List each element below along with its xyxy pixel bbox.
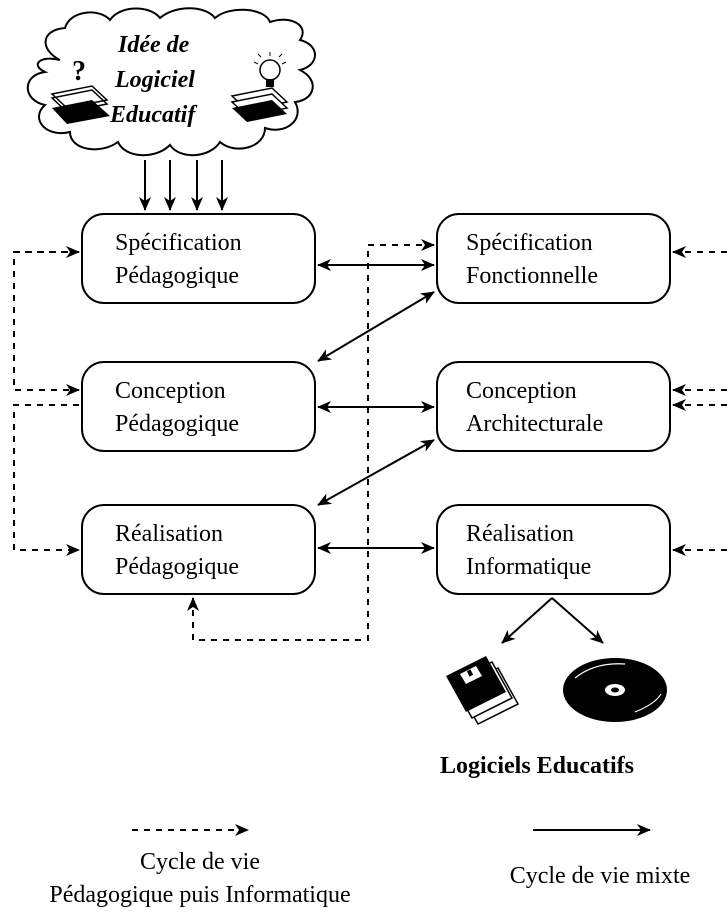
- box-conc-ped-line1: Conception: [115, 378, 226, 404]
- box-conc-arch-line2: Architecturale: [466, 411, 603, 437]
- cloud-arrows: [139, 160, 228, 211]
- box-conc-ped-line2: Pédagogique: [115, 411, 239, 437]
- box-specification-fonctionnelle: Spécification Fonctionnelle: [436, 213, 671, 304]
- box-conception-pedagogique: Conception Pédagogique: [81, 361, 316, 452]
- box-spec-ped-line1: Spécification: [115, 230, 242, 256]
- output-label: Logiciels Educatifs: [440, 753, 634, 779]
- cloud-line-2: Logiciel: [114, 67, 195, 93]
- box-real-ped-line2: Pédagogique: [115, 554, 239, 580]
- box-specification-pedagogique: Spécification Pédagogique: [81, 213, 316, 304]
- cd-rom-icon: [563, 658, 667, 722]
- cloud-line-3: Educatif: [109, 102, 197, 128]
- question-document-icon: ?: [50, 56, 110, 124]
- legend-solid: Cycle de vie mixte: [510, 824, 691, 889]
- box-spec-fonc-line1: Spécification: [466, 230, 593, 256]
- legend-dashed-line2: Pédagogique puis Informatique: [49, 882, 350, 908]
- right-dashed-inputs: [672, 246, 727, 556]
- floppy-disks-icon: [446, 656, 520, 725]
- box-conception-architecturale: Conception Architecturale: [436, 361, 671, 452]
- box-realisation-pedagogique: Réalisation Pédagogique: [81, 504, 316, 595]
- svg-text:?: ?: [72, 56, 86, 87]
- middle-dashed-loop: [187, 239, 435, 641]
- box-realisation-informatique: Réalisation Informatique: [436, 504, 671, 595]
- box-spec-fonc-line2: Fonctionnelle: [466, 263, 598, 289]
- box-real-ped-line1: Réalisation: [115, 521, 223, 547]
- cloud-line-1: Idée de: [117, 32, 190, 58]
- lightbulb-document-icon: [230, 52, 289, 122]
- box-spec-ped-line2: Pédagogique: [115, 263, 239, 289]
- horizontal-links: [317, 259, 435, 554]
- legend-dashed: Cycle de vie Pédagogique puis Informatiq…: [49, 824, 351, 908]
- box-conc-arch-line1: Conception: [466, 378, 577, 404]
- box-real-info-line1: Réalisation: [466, 521, 574, 547]
- diagonal-links: [317, 291, 435, 506]
- legend-dashed-line1: Cycle de vie: [140, 849, 260, 875]
- left-dashed-cycle: [13, 246, 80, 556]
- box-real-info-line2: Informatique: [466, 554, 591, 580]
- legend-solid-line1: Cycle de vie mixte: [510, 863, 691, 889]
- output-arrows: [501, 597, 604, 644]
